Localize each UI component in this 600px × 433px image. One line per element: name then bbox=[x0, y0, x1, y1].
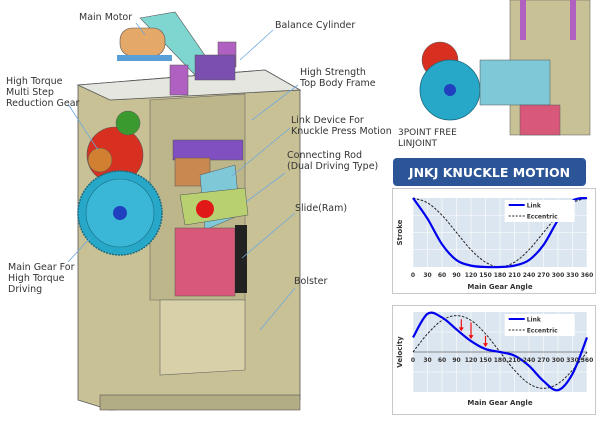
label-line: Driving bbox=[8, 284, 43, 295]
x-tick-label: 360 bbox=[581, 272, 594, 279]
label-line: Multi Step bbox=[6, 87, 54, 98]
x-tick-label: 60 bbox=[438, 272, 446, 279]
label-line: Knuckle Press Motion bbox=[291, 126, 392, 137]
x-tick-label: 150 bbox=[479, 357, 492, 364]
label-line: Link Device For bbox=[291, 115, 364, 126]
x-tick-label: 180 bbox=[494, 272, 507, 279]
x-tick-label: 0 bbox=[411, 357, 415, 364]
link-line bbox=[412, 311, 589, 392]
x-tick-label: 360 bbox=[581, 357, 594, 364]
y-axis-label: Velocity bbox=[396, 336, 404, 368]
leader-lines bbox=[67, 22, 299, 331]
x-tick-label: 60 bbox=[438, 357, 446, 364]
slide-ram bbox=[174, 225, 247, 297]
label-line: High Strength bbox=[300, 67, 366, 78]
label-line: (Dual Driving Type) bbox=[287, 161, 379, 172]
label-line: 3POINT FREE bbox=[398, 128, 457, 138]
label-bolster: Bolster bbox=[294, 276, 328, 287]
x-tick-label: 270 bbox=[537, 272, 550, 279]
label-main-gear: Main Gear For High Torque Driving bbox=[8, 262, 75, 295]
x-tick-label: 30 bbox=[423, 272, 431, 279]
label-line: Main Gear For bbox=[8, 262, 75, 273]
x-tick-label: 330 bbox=[566, 357, 579, 364]
label-slide: Slide(Ram) bbox=[295, 203, 348, 214]
x-axis-label: Main Gear Angle bbox=[467, 399, 532, 407]
x-tick-label: 240 bbox=[523, 357, 536, 364]
legend-link-label: Link bbox=[527, 203, 542, 210]
arrow-head bbox=[458, 327, 464, 332]
label-line: Top Body Frame bbox=[300, 78, 376, 89]
x-tick-label: 210 bbox=[508, 272, 521, 279]
knuckle-motion-title: JNKJ KNUCKLE MOTION bbox=[393, 158, 586, 186]
balance-cylinders bbox=[169, 41, 237, 96]
x-tick-label: 150 bbox=[479, 272, 492, 279]
x-tick-label: 90 bbox=[452, 272, 460, 279]
x-tick-label: 120 bbox=[465, 357, 478, 364]
label-line: High Torque bbox=[8, 273, 65, 284]
label-reduction-gear: High Torque Multi Step Reduction Gear bbox=[6, 76, 79, 109]
x-tick-label: 90 bbox=[452, 357, 460, 364]
main-gear bbox=[77, 170, 163, 256]
x-tick-label: 300 bbox=[552, 357, 565, 364]
legend-eccentric-label: Eccentric bbox=[527, 328, 558, 335]
connecting-rod bbox=[179, 187, 249, 226]
arrow-head bbox=[468, 335, 474, 340]
reduction-gear bbox=[86, 110, 144, 184]
x-tick-label: 120 bbox=[465, 272, 478, 279]
label-connecting-rod: Connecting Rod (Dual Driving Type) bbox=[287, 150, 378, 172]
legend-eccentric-label: Eccentric bbox=[527, 214, 558, 221]
label-line: Connecting Rod bbox=[287, 150, 363, 161]
label-main-motor: Main Motor bbox=[79, 12, 133, 23]
x-tick-label: 180 bbox=[494, 357, 507, 364]
label-inset-caption: 3POINT FREE LINJOINT bbox=[398, 128, 457, 150]
x-tick-label: 0 bbox=[411, 272, 415, 279]
label-line: High Torque bbox=[6, 76, 63, 87]
label-top-frame: High Strength Top Body Frame bbox=[300, 67, 376, 89]
x-tick-label: 300 bbox=[552, 272, 565, 279]
label-link-device: Link Device For Knuckle Press Motion bbox=[291, 115, 392, 137]
inset-linjoint-illustration bbox=[419, 0, 591, 136]
x-tick-label: 270 bbox=[537, 357, 550, 364]
x-axis-label: Main Gear Angle bbox=[467, 283, 532, 291]
label-line: LINJOINT bbox=[398, 139, 438, 149]
y-axis-label: Stroke bbox=[396, 219, 404, 245]
x-tick-label: 30 bbox=[423, 357, 431, 364]
label-balance-cylinder: Balance Cylinder bbox=[275, 20, 356, 31]
legend-link-label: Link bbox=[527, 317, 542, 324]
arrow-head bbox=[483, 343, 488, 348]
x-tick-label: 330 bbox=[566, 272, 579, 279]
x-tick-label: 210 bbox=[508, 357, 521, 364]
label-line: Reduction Gear bbox=[6, 98, 80, 109]
x-tick-label: 240 bbox=[523, 272, 536, 279]
